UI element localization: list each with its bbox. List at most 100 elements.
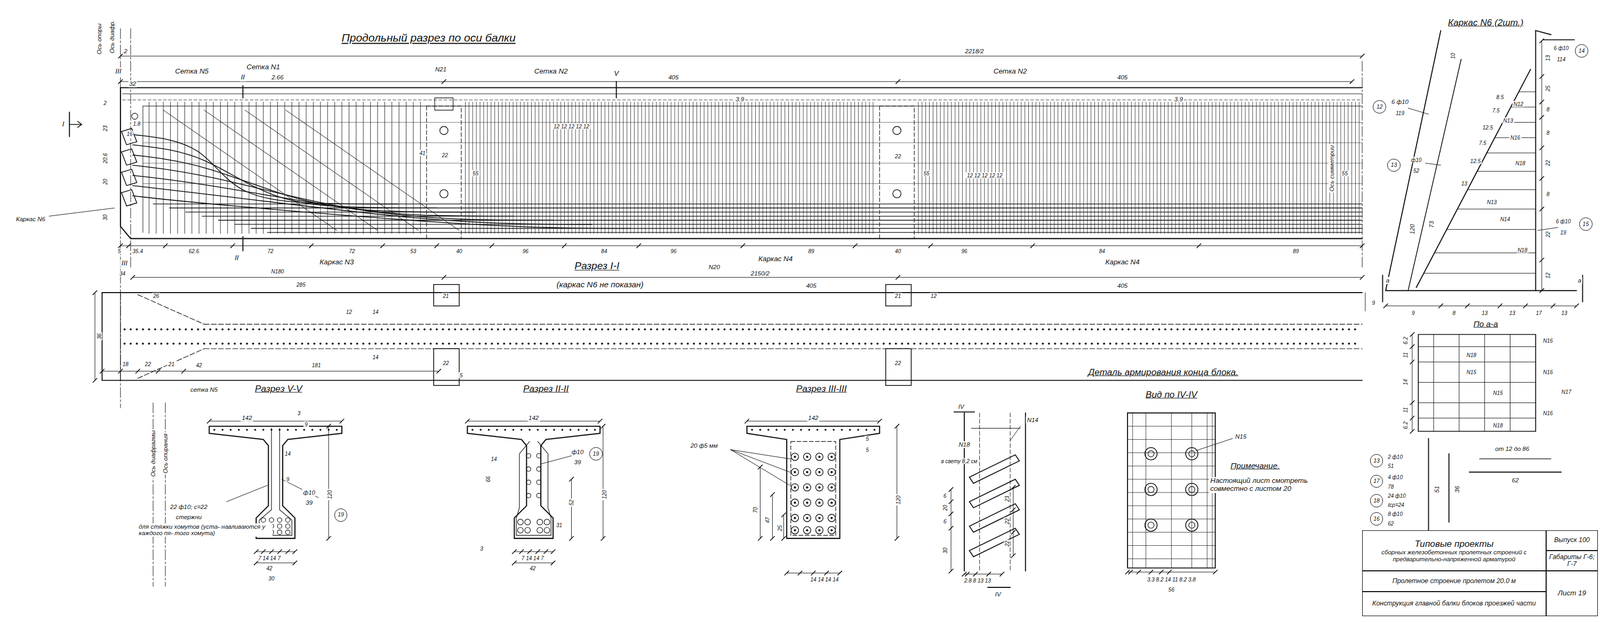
strand-dot xyxy=(919,328,922,331)
diaphragm-zone xyxy=(426,106,462,239)
flange-bar xyxy=(792,429,794,431)
strand-dot xyxy=(1256,328,1258,331)
strand-dot xyxy=(741,342,744,345)
strand-dot xyxy=(502,328,505,331)
stirrup xyxy=(839,101,840,234)
strand-dot xyxy=(386,328,389,331)
dimension-tick xyxy=(253,549,259,555)
stirrup xyxy=(973,101,974,234)
stirrup xyxy=(234,101,236,234)
stirrup xyxy=(483,101,484,234)
drawing-label: 52 xyxy=(568,499,575,508)
drawing-label: 39 xyxy=(573,458,583,466)
stirrup xyxy=(1105,101,1107,234)
strand-dot xyxy=(754,342,756,345)
strand-dot xyxy=(576,328,579,331)
drawing-label: 25 xyxy=(776,524,783,533)
dimension-tick xyxy=(1539,115,1544,120)
stirrup xyxy=(571,101,573,234)
drawing-label: 36 xyxy=(96,332,102,341)
rebar-rung xyxy=(1486,152,1536,154)
dimension-tick xyxy=(544,549,549,555)
anchor-ring xyxy=(1185,483,1198,496)
strand-dot xyxy=(699,342,701,345)
drawing-label: 6 ф10 xyxy=(1390,98,1410,106)
rebar-rung xyxy=(1477,171,1536,172)
dimension-tick xyxy=(1410,332,1415,338)
anchor-plate xyxy=(121,169,138,187)
stirrup xyxy=(718,101,719,234)
stirrup xyxy=(977,101,978,234)
strand-circle xyxy=(537,519,543,526)
flange-bar xyxy=(488,429,490,431)
strand-dot xyxy=(252,342,254,345)
stirrup xyxy=(1355,101,1356,234)
stirrup xyxy=(932,101,934,234)
strand-dot xyxy=(1078,328,1080,331)
strand-dot xyxy=(1354,328,1356,331)
strand-dot xyxy=(240,342,242,345)
flange-bar xyxy=(311,429,314,431)
strand-circle xyxy=(544,519,550,526)
strand-dot xyxy=(601,342,603,345)
drawing-label: 53 xyxy=(409,248,418,254)
stirrup xyxy=(1230,101,1231,234)
strand-dot xyxy=(405,328,407,331)
strand-dot xyxy=(1005,328,1007,331)
strand-dot xyxy=(374,342,376,345)
strand-dot xyxy=(1109,342,1111,345)
drawing-label: 70 xyxy=(752,506,758,515)
dimension-tick xyxy=(92,290,98,295)
drawing-label: 2218/2 xyxy=(964,47,986,55)
callout-circle: 12 xyxy=(1372,100,1387,114)
drawing-label: Сетка N2 xyxy=(533,67,570,76)
dimension-tick xyxy=(973,572,978,577)
drawing-label: 51 xyxy=(1433,485,1441,495)
section-outline xyxy=(747,426,880,539)
dimension-line xyxy=(209,421,342,422)
strand-dot xyxy=(307,342,309,345)
drawing-label: ф10 xyxy=(302,489,317,497)
stirrup xyxy=(950,101,952,234)
dimension-tick xyxy=(948,512,954,517)
leader-line xyxy=(226,485,268,503)
flange-bar xyxy=(336,429,338,431)
drawing-label: 13 xyxy=(1480,310,1489,317)
strand-dot xyxy=(338,328,340,331)
grid-bar xyxy=(1127,518,1216,520)
strand-dot xyxy=(423,342,426,345)
strand-dot xyxy=(294,328,297,331)
stirrup xyxy=(780,101,782,234)
drawing-label: 14 xyxy=(371,309,380,316)
strand-dot xyxy=(245,342,248,345)
stirrup xyxy=(480,101,481,234)
strand-dot xyxy=(1102,328,1105,331)
strand-dot xyxy=(662,328,664,331)
dimension-line xyxy=(1541,41,1542,292)
strand-dot xyxy=(833,342,836,345)
stirrup xyxy=(704,101,705,234)
strand-dot xyxy=(240,328,242,331)
drawing-label: 142 xyxy=(240,414,253,422)
strand-dot xyxy=(845,342,848,345)
grid-outline xyxy=(1418,334,1536,432)
flange-bar xyxy=(303,429,306,431)
strand-dot xyxy=(993,328,995,331)
stirrup xyxy=(689,101,690,234)
strand-dot xyxy=(374,328,376,331)
strand-dot xyxy=(1262,328,1264,331)
stirrup xyxy=(692,101,694,234)
dimension-tick xyxy=(253,561,259,566)
strand-dot xyxy=(154,328,156,331)
dimension-tick xyxy=(896,275,901,280)
stirrup xyxy=(534,101,536,234)
stirrup xyxy=(925,101,926,234)
stirrup xyxy=(542,101,543,234)
strand-dot xyxy=(1164,342,1166,345)
drawing-label: N15 xyxy=(1234,433,1248,441)
stirrup xyxy=(751,101,752,234)
web-bar xyxy=(142,142,1363,143)
rebar xyxy=(1385,290,1577,292)
stirrup xyxy=(1337,101,1338,234)
strand-dot xyxy=(686,328,689,331)
